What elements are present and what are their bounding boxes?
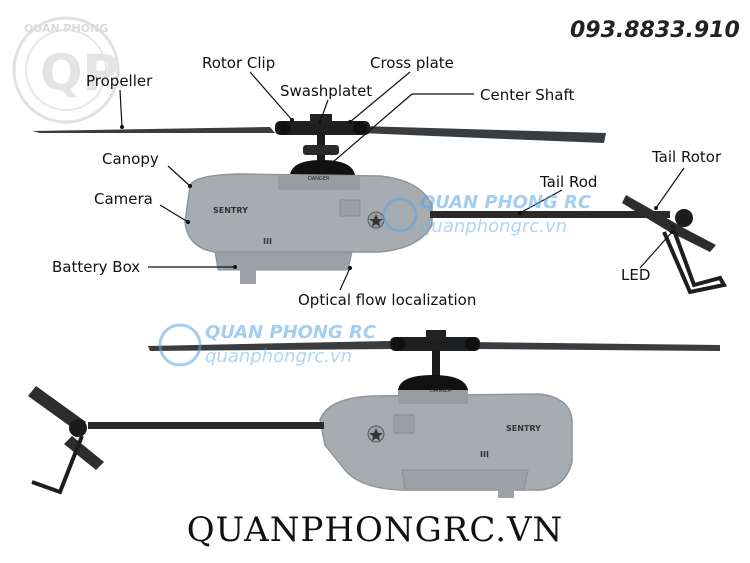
body-marks: III (263, 237, 272, 246)
watermark-1: QUAN PHONG RC quanphongrc.vn (382, 192, 592, 237)
watermark-url-2: quanphongrc.vn (205, 346, 352, 367)
label-battery-box: Battery Box (52, 258, 141, 276)
watermark-url-1: quanphongrc.vn (420, 216, 567, 237)
label-optical-flow: Optical flow localization (298, 291, 477, 309)
main-blade-left (32, 127, 275, 133)
warning-text-2: DANGER (430, 388, 452, 394)
label-propeller: Propeller (86, 72, 153, 90)
watermark-name-1: QUAN PHONG RC (420, 192, 592, 213)
label-rotor-clip: Rotor Clip (202, 54, 276, 72)
website-footer: QUANPHONGRC.VN (186, 510, 564, 550)
callout-lines (119, 71, 685, 291)
label-canopy: Canopy (102, 150, 159, 168)
main-blade-right (360, 126, 606, 143)
callout-dots (120, 118, 674, 270)
label-cross-plate: Cross plate (370, 54, 454, 72)
swashplate (303, 145, 339, 155)
star-emblem (369, 214, 383, 227)
tail-rotor-hub (675, 209, 693, 227)
watermark-2: QUAN PHONG RC quanphongrc.vn (158, 322, 377, 367)
body-marks-2: III (480, 450, 489, 459)
tail-rod-2 (88, 422, 324, 429)
watermark-name-2: QUAN PHONG RC (205, 322, 377, 343)
label-swashplatet: Swashplatet (280, 82, 373, 100)
main-blade-left-2 (148, 341, 392, 351)
logo: QP QUAN PHONG (12, 16, 120, 124)
tail-rod (430, 211, 670, 218)
tail-rotor-blade-1 (622, 195, 684, 236)
helicopter-top: SENTRY III DANGER (32, 114, 728, 295)
phone-number: 093.8833.910 (570, 18, 740, 43)
battery-box (214, 251, 353, 271)
fuselage-2 (319, 393, 573, 491)
label-led: LED (621, 266, 651, 284)
main-blade-right-2 (470, 342, 720, 351)
label-tail-rod: Tail Rod (540, 173, 598, 191)
warning-text: DANGER (308, 176, 330, 182)
helicopter-bottom: SENTRY III DANGER (28, 330, 720, 498)
logo-initials: QP (40, 44, 119, 102)
logo-arc-text: QUAN PHONG (24, 22, 108, 35)
label-camera: Camera (94, 190, 153, 208)
label-center-shaft: Center Shaft (480, 86, 575, 104)
canopy-top (290, 160, 355, 175)
tail-skid (662, 224, 728, 295)
rotor-head (275, 121, 370, 135)
label-tail-rotor: Tail Rotor (652, 148, 722, 166)
body-text-2: SENTRY (506, 424, 541, 433)
body-text: SENTRY (213, 206, 248, 215)
